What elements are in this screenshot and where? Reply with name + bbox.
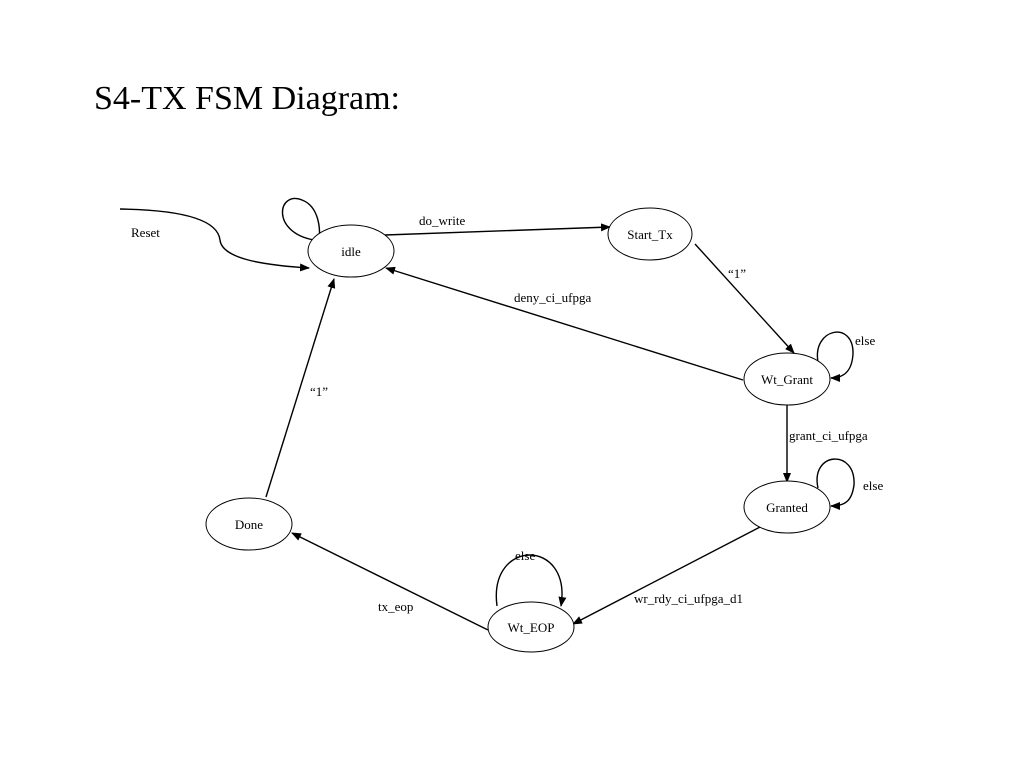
label-done-one: “1”: [310, 384, 328, 399]
state-granted-label: Granted: [766, 500, 808, 515]
reset-transition: [119, 208, 310, 272]
page-title: S4-TX FSM Diagram:: [94, 80, 400, 117]
wt-eop-self-loop: [495, 554, 567, 607]
transition-granted-to-wt-eop: [572, 525, 763, 625]
label-deny: deny_ci_ufpga: [514, 290, 591, 305]
transition-done-to-idle: [265, 278, 336, 498]
label-granted-else: else: [863, 478, 883, 493]
state-start-tx: Start_Tx: [607, 207, 693, 261]
state-wt-eop: Wt_EOP: [487, 601, 575, 653]
idle-self-loop: [281, 197, 324, 247]
label-grant: grant_ci_ufpga: [789, 428, 868, 443]
label-wt-grant-else: else: [855, 333, 875, 348]
state-wt-eop-label: Wt_EOP: [508, 620, 555, 635]
label-wt-eop-else: else: [515, 548, 535, 563]
granted-self-loop: [816, 458, 855, 510]
transition-start-tx-to-wt-grant: [694, 243, 795, 354]
state-wt-grant-label: Wt_Grant: [761, 372, 813, 387]
reset-label: Reset: [131, 225, 160, 240]
transition-idle-to-start-tx: [384, 223, 611, 236]
state-done: Done: [205, 497, 293, 551]
state-granted: Granted: [743, 480, 831, 534]
state-wt-grant: Wt_Grant: [743, 352, 831, 406]
transition-wt-grant-to-idle: [385, 266, 744, 381]
label-do-write: do_write: [419, 213, 465, 228]
label-start-tx-one: “1”: [728, 266, 746, 281]
state-done-label: Done: [235, 517, 263, 532]
label-tx-eop: tx_eop: [378, 599, 413, 614]
wt-grant-self-loop: [816, 331, 854, 382]
label-wr-rdy: wr_rdy_ci_ufpga_d1: [634, 591, 743, 606]
transition-wt-eop-to-done: [291, 532, 489, 631]
state-idle: idle: [307, 224, 395, 278]
state-start-tx-label: Start_Tx: [627, 227, 673, 242]
state-idle-label: idle: [341, 244, 361, 259]
